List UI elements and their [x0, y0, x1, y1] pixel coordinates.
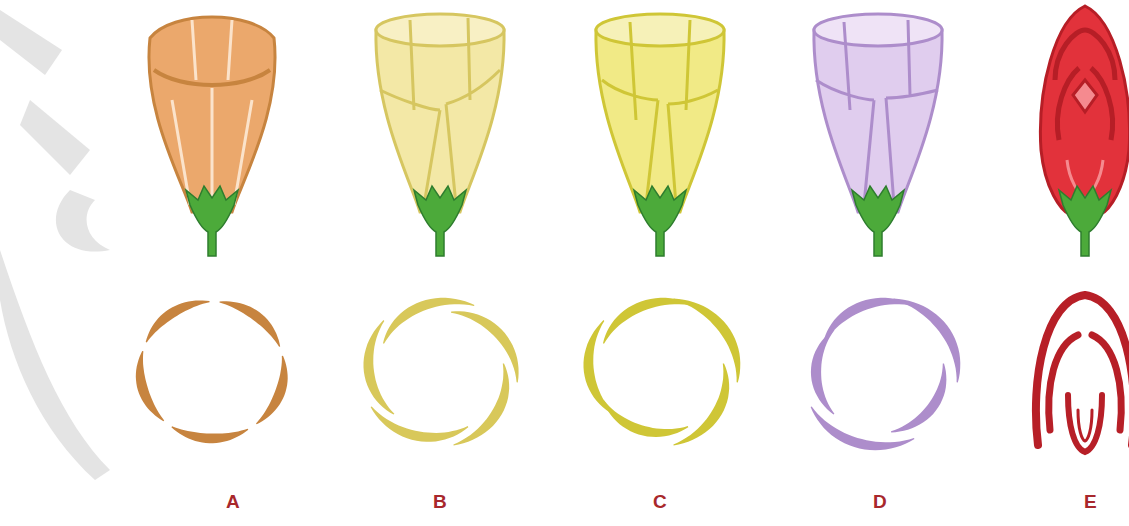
vexillary-diagram: [1036, 295, 1129, 452]
petal-arc: [823, 298, 915, 344]
petal-arc: [383, 298, 475, 344]
figure-letter: C: [653, 492, 667, 511]
petal-arc: [673, 364, 729, 446]
petal-arc: [603, 298, 695, 344]
flower-b: [376, 14, 504, 256]
figure-letter: B: [433, 492, 447, 511]
watermark-shapes: [0, 10, 110, 480]
petal-arc: [451, 311, 519, 382]
petal-arc: [256, 356, 288, 425]
petal-arc: [371, 407, 469, 442]
petal-arc: [891, 364, 946, 433]
petal-arc: [811, 329, 835, 414]
flower-d: [814, 14, 942, 256]
petal-arc: [220, 301, 281, 347]
petal-arc: [673, 299, 740, 383]
petal-arc: [453, 364, 509, 446]
petal-arc: [893, 299, 960, 383]
figure-letter: A: [226, 492, 240, 511]
flower-a: [149, 17, 275, 256]
petal-arc: [136, 351, 164, 421]
figure-letter: D: [873, 492, 887, 511]
petal-arc: [811, 407, 915, 451]
petal-arc: [146, 301, 210, 343]
figure-letter: E: [1084, 492, 1097, 511]
petal-arc: [171, 426, 248, 443]
flower-c: [596, 14, 724, 256]
flower-e: [1040, 6, 1129, 256]
petal-arc: [603, 400, 688, 437]
